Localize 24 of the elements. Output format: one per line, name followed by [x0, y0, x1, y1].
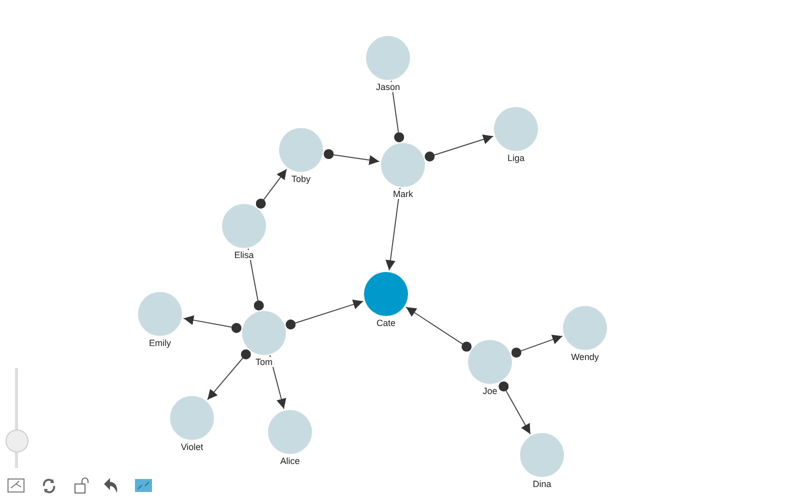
arrow: [183, 315, 242, 333]
node-label: Dina: [532, 479, 552, 489]
node-label: Toby: [290, 174, 312, 184]
arrow: [424, 134, 494, 162]
node-label: Violet: [180, 442, 204, 452]
arrow: [324, 149, 380, 165]
node-label: Joe: [482, 386, 498, 396]
arrow: [406, 306, 472, 352]
arrow: [511, 334, 563, 358]
arrow: [207, 349, 251, 400]
node-label: Mark: [392, 189, 414, 199]
node-label: Emily: [148, 338, 172, 348]
node-label: Liga: [506, 153, 526, 163]
node-label: Jason: [374, 82, 402, 92]
node-label: Alice: [279, 456, 301, 466]
arrow: [256, 168, 288, 209]
arrow: [269, 354, 286, 410]
node-label: Cate: [375, 318, 396, 328]
node-label: Elisa: [233, 250, 255, 260]
arrow: [498, 381, 531, 435]
node-label: Tom: [254, 357, 274, 367]
node-label: Wendy: [570, 352, 600, 362]
arrow: [385, 187, 400, 271]
arrow: [286, 300, 364, 330]
